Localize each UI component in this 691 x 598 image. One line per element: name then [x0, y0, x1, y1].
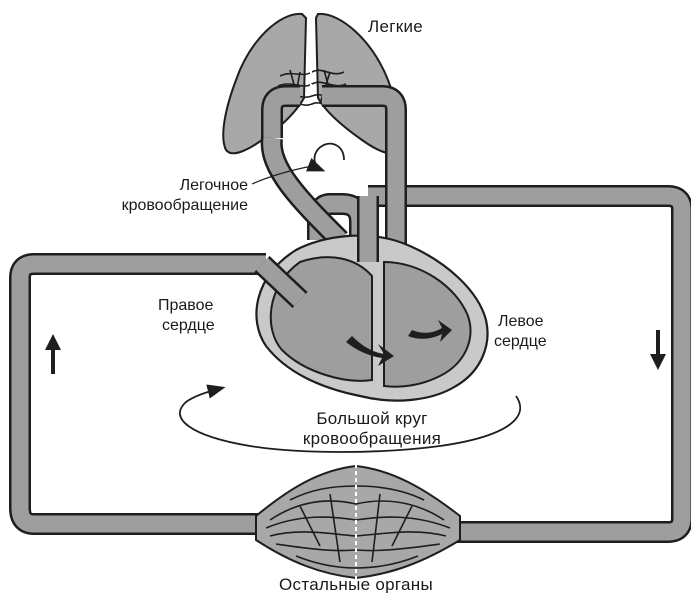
heart [256, 196, 487, 401]
right-heart-label-line1: Правое [158, 297, 214, 314]
left-heart-label-line2: сердце [494, 333, 547, 350]
circular-arrow-icon [315, 144, 345, 170]
systemic-label-line2: кровообращения [303, 429, 441, 448]
organs-label: Остальные органы [279, 575, 433, 593]
organs-capillary-bed [256, 464, 460, 584]
pulmonary-label-line1: Легочное [180, 177, 249, 194]
vena-cava-vessel [20, 264, 266, 524]
lungs-label: Легкие [368, 17, 423, 36]
pulmonary-label-line2: кровообращение [122, 197, 249, 214]
systemic-label-line1: Большой круг [316, 409, 427, 428]
arrow-up-icon [45, 334, 61, 374]
left-heart-label-line1: Левое [498, 313, 544, 330]
right-heart-label-line2: сердце [162, 317, 215, 334]
arrow-down-icon [650, 330, 666, 370]
